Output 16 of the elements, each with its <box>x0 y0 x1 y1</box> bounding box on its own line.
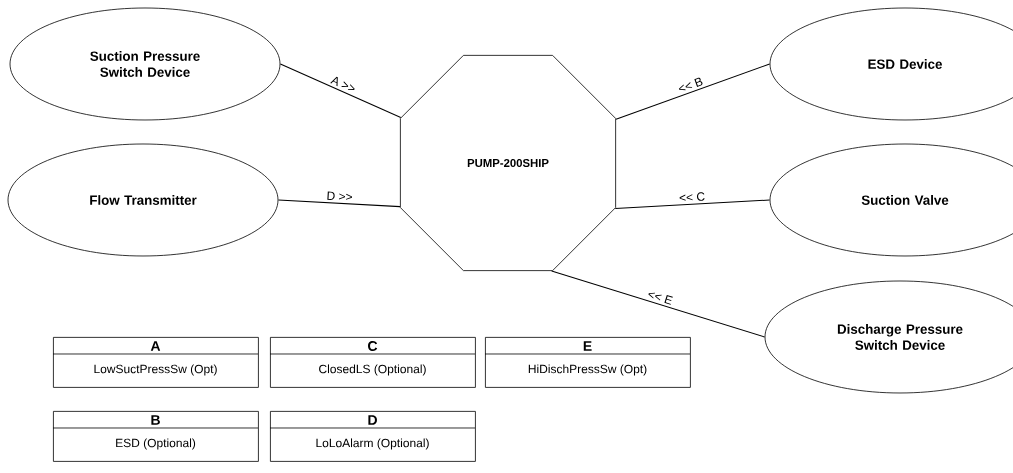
key-table: D LoLoAlarm (Optional) <box>269 411 476 462</box>
key-table: C ClosedLS (Optional) <box>269 337 476 388</box>
edge-label: << C <box>677 190 707 204</box>
pump-octagon: PUMP-200SHIP <box>400 54 617 271</box>
key-table: B ESD (Optional) <box>52 411 259 462</box>
connector-line <box>551 270 766 338</box>
connector-line <box>615 63 771 120</box>
key-table: E HiDischPressSw (Opt) <box>484 337 691 388</box>
edge-label: D >> <box>324 190 355 203</box>
edge-label: << E <box>645 287 676 307</box>
connector-line <box>277 199 401 208</box>
edge-label: A >> <box>328 73 359 95</box>
edge-label: << B <box>675 75 706 95</box>
key-table: A LowSuctPressSw (Opt) <box>52 337 259 388</box>
connector-line <box>614 199 771 210</box>
connector-line <box>279 63 402 118</box>
